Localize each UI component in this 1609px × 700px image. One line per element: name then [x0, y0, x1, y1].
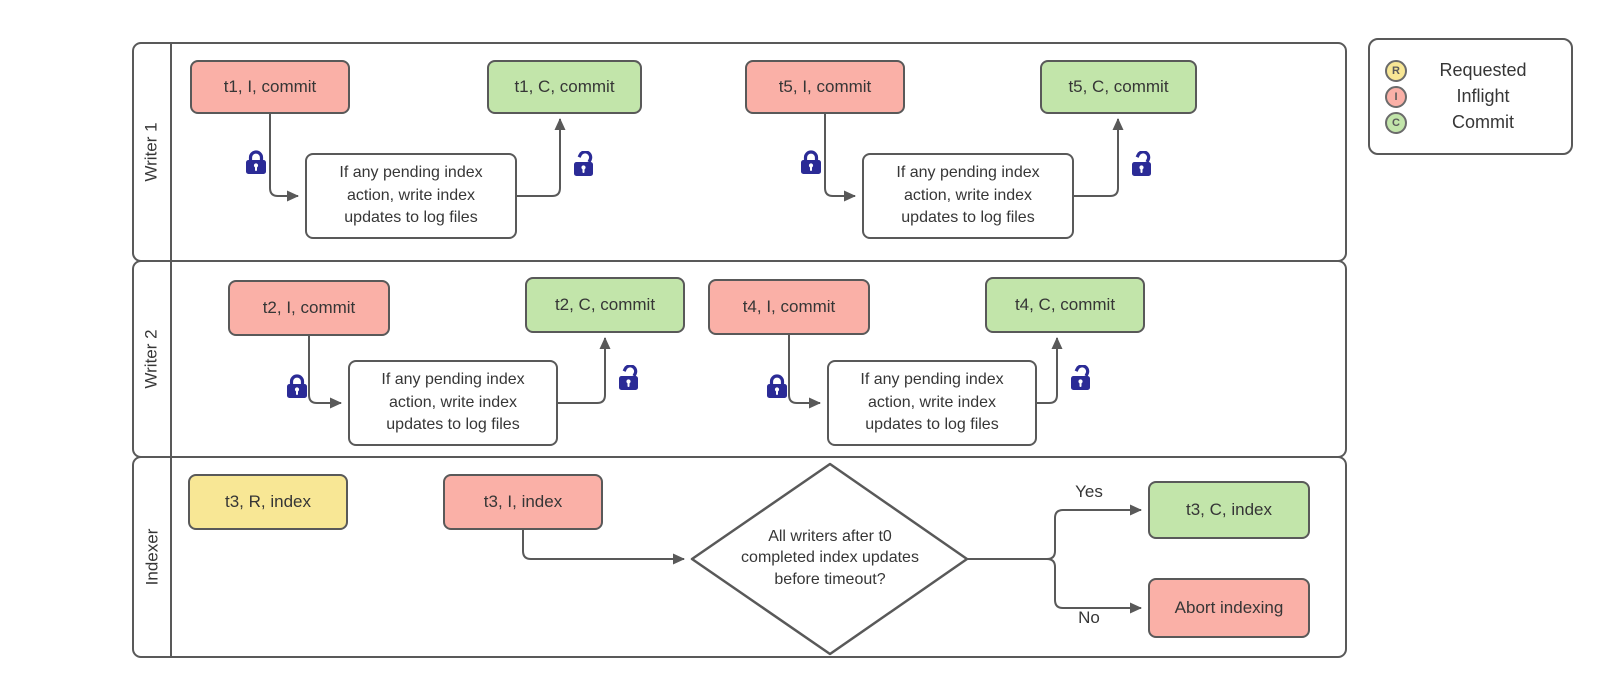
node-t1-commit: t1, C, commit [487, 60, 642, 114]
lock-open-icon [619, 365, 638, 390]
arrow-process-to-t1-commit [517, 118, 566, 197]
arrow-t3-inflight-to-decision [522, 530, 685, 565]
inflight-state-icon: I [1385, 85, 1407, 108]
node-process-writer1-b: If any pending index action, write index… [862, 153, 1074, 239]
node-t2-commit: t2, C, commit [525, 277, 685, 333]
lock-closed-icon [767, 374, 787, 398]
legend-label-inflight: Inflight [1456, 86, 1510, 106]
node-process-writer2-b: If any pending index action, write index… [827, 360, 1037, 446]
decision-diamond-shape [690, 462, 969, 656]
lane-header-indexer: Indexer [134, 458, 172, 656]
arrow-decision-yes-to-t3-commit [967, 504, 1142, 560]
legend-row-requested: R Requested [1385, 59, 1559, 82]
legend: R Requested I Inflight C Commit [1368, 38, 1573, 155]
node-t5-commit: t5, C, commit [1040, 60, 1197, 114]
legend-label-commit: Commit [1452, 112, 1514, 132]
legend-row-inflight: I Inflight [1385, 85, 1559, 108]
node-t3-inflight: t3, I, index [443, 474, 603, 530]
lock-open-icon [1071, 365, 1090, 390]
lock-open-icon [574, 151, 593, 176]
decision-label: All writers after t0 completed index upd… [741, 527, 919, 588]
requested-state-icon: R [1385, 59, 1407, 82]
node-t2-inflight: t2, I, commit [228, 280, 390, 336]
node-process-writer1-a: If any pending index action, write index… [305, 153, 517, 239]
node-abort-indexing: Abort indexing [1148, 578, 1310, 638]
arrow-t4-inflight-to-process [788, 335, 821, 409]
node-t4-commit: t4, C, commit [985, 277, 1145, 333]
lock-closed-icon [287, 374, 307, 398]
legend-label-requested: Requested [1439, 60, 1527, 80]
arrow-process-to-t2-commit [558, 337, 611, 404]
arrow-t2-inflight-to-process [308, 336, 342, 409]
arrow-decision-no-to-abort [1046, 558, 1142, 614]
node-process-writer2-a: If any pending index action, write index… [348, 360, 558, 446]
lock-open-icon [1132, 151, 1151, 176]
arrow-t1-inflight-to-process [269, 114, 299, 202]
lock-closed-icon [246, 150, 266, 174]
lock-closed-icon [801, 150, 821, 174]
arrow-t5-inflight-to-process [824, 114, 856, 202]
node-t1-inflight: t1, I, commit [190, 60, 350, 114]
edge-label-yes: Yes [1075, 482, 1103, 501]
node-t3-requested: t3, R, index [188, 474, 348, 530]
commit-state-icon: C [1385, 111, 1407, 134]
lane-header-writer-2: Writer 2 [134, 262, 172, 456]
edge-label-no: No [1078, 608, 1100, 627]
node-t5-inflight: t5, I, commit [745, 60, 905, 114]
legend-row-commit: C Commit [1385, 111, 1559, 134]
lane-indexer: Indexer [132, 456, 1347, 658]
node-t3-commit: t3, C, index [1148, 481, 1310, 539]
arrow-process-to-t4-commit [1037, 337, 1063, 404]
lane-header-writer-1: Writer 1 [134, 44, 172, 260]
node-t4-inflight: t4, I, commit [708, 279, 870, 335]
arrow-process-to-t5-commit [1074, 118, 1124, 197]
